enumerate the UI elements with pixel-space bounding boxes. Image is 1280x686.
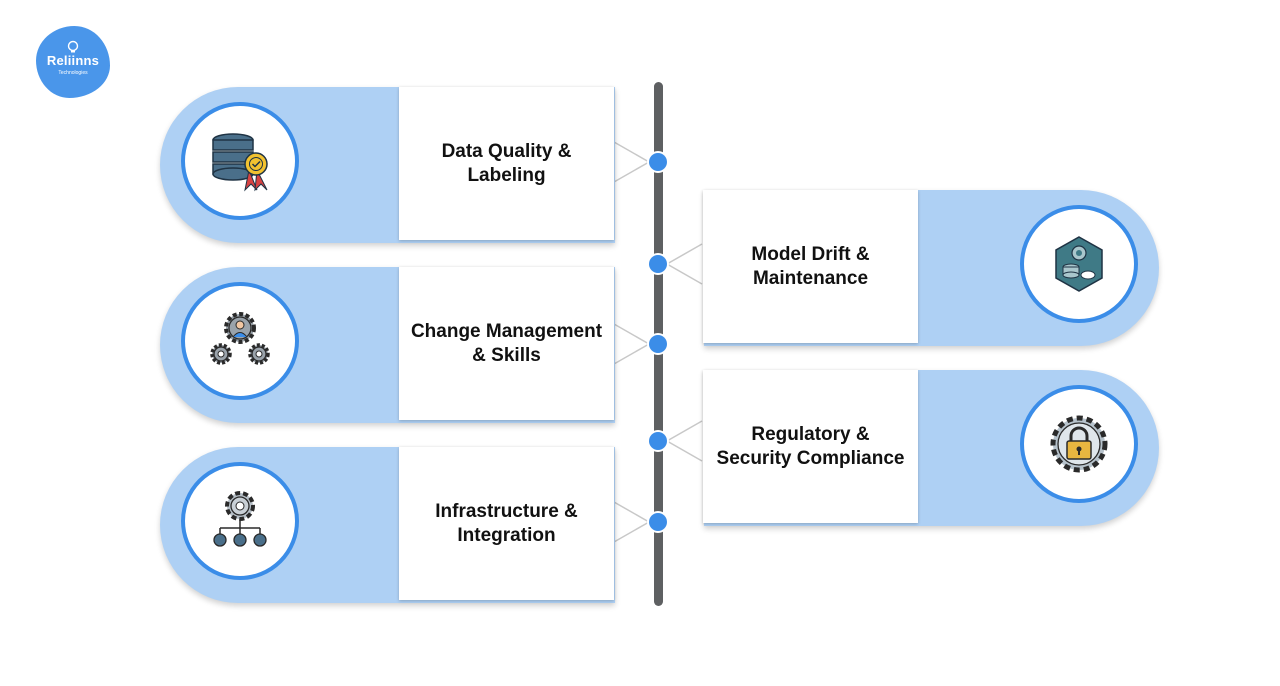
logo-subtext: Technologies — [58, 70, 88, 76]
icon-ring — [1020, 385, 1138, 503]
timeline-dot — [649, 255, 667, 273]
item-card-change-management: Change Management & Skills — [399, 267, 614, 420]
item-card-regulatory: Regulatory & Security Compliance — [703, 370, 918, 523]
security-lock-icon — [1050, 415, 1108, 473]
icon-ring — [181, 462, 299, 580]
company-logo: Reliinns Technologies — [36, 26, 110, 98]
timeline-dot — [649, 335, 667, 353]
icon-ring — [181, 102, 299, 220]
timeline-dot — [649, 432, 667, 450]
timeline-dot — [649, 153, 667, 171]
item-label: Change Management & Skills — [410, 320, 603, 366]
item-label: Data Quality & Labeling — [441, 140, 572, 186]
icon-ring — [181, 282, 299, 400]
item-card-model-drift: Model Drift & Maintenance — [703, 190, 918, 343]
team-gears-icon — [210, 312, 270, 365]
item-label: Model Drift & Maintenance — [751, 243, 870, 289]
lightbulb-icon — [67, 40, 79, 53]
item-label: Infrastructure & Integration — [435, 500, 578, 546]
timeline-dot — [649, 513, 667, 531]
item-label: Regulatory & Security Compliance — [716, 423, 905, 469]
database-quality-icon — [212, 133, 268, 192]
item-card-data-quality: Data Quality & Labeling — [399, 87, 614, 240]
logo-brand-text: Reliinns — [46, 53, 100, 68]
model-hexagon-icon — [1055, 236, 1103, 292]
item-card-infrastructure: Infrastructure & Integration — [399, 447, 614, 600]
icon-ring — [1020, 205, 1138, 323]
network-integration-icon — [213, 491, 267, 547]
